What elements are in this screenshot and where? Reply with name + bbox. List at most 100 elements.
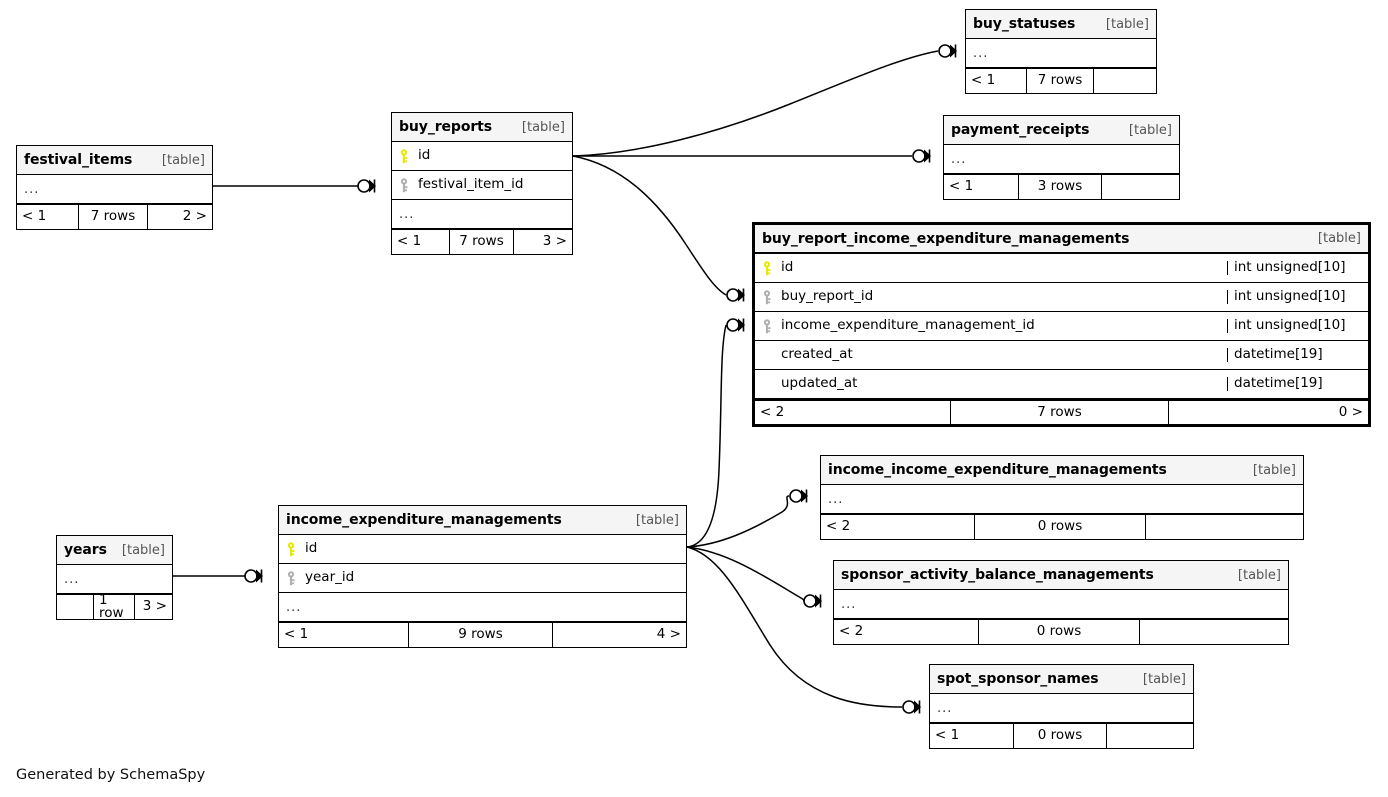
edge-iem-brieem [686, 324, 727, 548]
footer-parent-count: < 1 [392, 230, 450, 254]
column-label: id [305, 541, 318, 557]
generated-by-credit: Generated by SchemaSpy [16, 767, 206, 783]
table-header-sponsor_activity_balance_managements: sponsor_activity_balance_managements[tab… [834, 561, 1288, 590]
column-type-cell: datetime[19] [1227, 377, 1368, 391]
foreign-key-icon [762, 289, 772, 305]
footer-child-count: 2 > [182, 208, 207, 225]
table-node-buy_reports[interactable]: buy_reports [table] id festival_item_id...<… [391, 112, 573, 255]
column-type-cell: int unsigned[10] [1227, 261, 1368, 275]
table-header-buy_reports: buy_reports [table] [392, 113, 572, 142]
column-row-income_expenditure_management_id[interactable]: income_expenditure_management_id int unsi… [755, 312, 1368, 341]
footer-row-count: 7 rows [450, 230, 514, 254]
footer-row-count: 0 rows [975, 515, 1146, 539]
footer-parent-count: < 1 [944, 175, 1019, 199]
footer-child-count [1146, 515, 1303, 539]
footer-row-count: 7 rows [951, 401, 1169, 424]
footer-row-count: 7 rows [79, 205, 148, 229]
collapsed-columns-ellipsis[interactable]: ... [57, 565, 172, 594]
collapsed-columns-ellipsis[interactable]: ... [930, 694, 1193, 723]
column-row-id[interactable]: id [392, 142, 572, 171]
collapsed-columns-ellipsis[interactable]: ... [834, 590, 1288, 619]
edge-buy_reports-buy_statuses [572, 50, 939, 157]
column-name-cell: id [279, 542, 686, 557]
column-name-cell: id [755, 261, 1227, 276]
footer-child-count: 3 > [542, 233, 567, 250]
footer-row-count: 3 rows [1019, 175, 1102, 199]
footer-child-count [1102, 175, 1179, 199]
column-label: updated_at [781, 377, 858, 391]
footer-parent-count: < 2 [755, 401, 951, 424]
collapsed-columns-ellipsis[interactable]: ... [966, 39, 1156, 68]
column-row-id[interactable]: id [279, 535, 686, 564]
table-node-income_income_expenditure_managements[interactable]: income_income_expenditure_managements[ta… [820, 455, 1304, 540]
column-name-cell: updated_at [755, 377, 1227, 391]
table-node-income_expenditure_managements[interactable]: income_expenditure_managements[table]id y… [278, 505, 687, 648]
table-title: income_income_expenditure_managements [828, 462, 1167, 478]
table-title: years [64, 542, 107, 558]
table-node-sponsor_activity_balance_managements[interactable]: sponsor_activity_balance_managements[tab… [833, 560, 1289, 645]
footer-child-count: 0 > [1338, 403, 1363, 420]
table-type-tag: [table] [635, 512, 679, 528]
footer-parent-count: < 1 [930, 724, 1014, 748]
collapsed-columns-ellipsis[interactable]: ... [392, 200, 572, 229]
column-row-year_id[interactable]: year_id [279, 564, 686, 593]
column-row-festival_item_id[interactable]: festival_item_id [392, 171, 572, 200]
table-title: payment_receipts [951, 122, 1090, 138]
column-label: id [418, 148, 431, 164]
column-label: created_at [781, 348, 853, 362]
edge-iem-income_income [686, 495, 790, 548]
column-name-cell: income_expenditure_management_id [755, 319, 1227, 334]
table-type-tag: [table] [161, 152, 205, 168]
column-label: year_id [305, 570, 355, 586]
footer-parent-count: < 2 [821, 515, 975, 539]
column-label: income_expenditure_management_id [781, 318, 1035, 334]
column-label: festival_item_id [418, 177, 524, 193]
footer-row-count: 9 rows [409, 623, 553, 647]
footer-parent-count: < 1 [966, 69, 1027, 93]
column-name-cell: year_id [279, 571, 686, 586]
foreign-key-icon [399, 177, 409, 193]
table-header-income_expenditure_managements: income_expenditure_managements[table] [279, 506, 686, 535]
column-row-updated_at[interactable]: updated_at datetime[19] [755, 370, 1368, 399]
table-type-tag: [table] [521, 119, 565, 135]
footer-child-count: 4 > [656, 626, 681, 643]
collapsed-columns-ellipsis[interactable]: ... [821, 485, 1303, 514]
table-title: buy_report_income_expenditure_management… [762, 230, 1130, 247]
footer-row-count: 0 rows [1014, 724, 1107, 748]
table-type-tag: [table] [1105, 16, 1149, 32]
edge-iem-sponsor_activity [686, 546, 806, 602]
footer-parent-count [57, 595, 94, 619]
footer-parent-count: < 1 [279, 623, 409, 647]
table-title: buy_statuses [973, 16, 1076, 32]
foreign-key-icon [286, 570, 296, 586]
table-header-income_income_expenditure_managements: income_income_expenditure_managements[ta… [821, 456, 1303, 485]
footer-row-count: 0 rows [979, 620, 1140, 644]
footer-child-count [1107, 724, 1193, 748]
primary-key-icon [762, 260, 772, 276]
collapsed-columns-ellipsis[interactable]: ... [17, 175, 212, 204]
collapsed-columns-ellipsis[interactable]: ... [279, 593, 686, 622]
table-title: buy_reports [399, 119, 492, 135]
table-title: spot_sponsor_names [937, 671, 1099, 687]
column-name-cell: festival_item_id [392, 178, 572, 193]
table-node-buy_report_income_expenditure_managements[interactable]: buy_report_income_expenditure_management… [752, 222, 1371, 427]
table-header-spot_sponsor_names: spot_sponsor_names[table] [930, 665, 1193, 694]
collapsed-columns-ellipsis[interactable]: ... [944, 145, 1179, 174]
column-type-cell: int unsigned[10] [1227, 319, 1368, 333]
